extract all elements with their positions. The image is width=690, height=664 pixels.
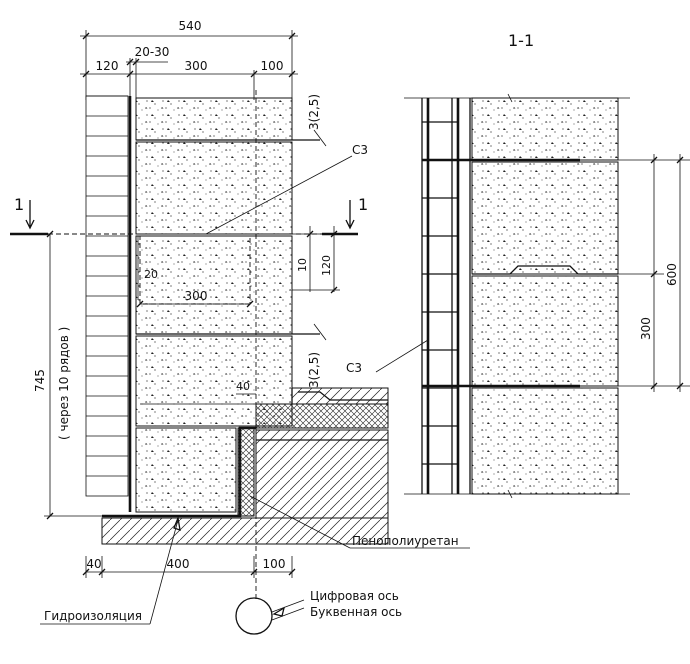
concrete-blocks — [135, 97, 293, 513]
main-detail: 540 20-30 120 300 100 С3 3(2,5) 3(2,5) — [10, 19, 470, 635]
label-digit-axis: Цифровая ось — [310, 589, 399, 603]
dim-joint-lower: 3(2,5) — [307, 352, 321, 388]
dim-300-top: 300 — [185, 59, 208, 73]
label-c3-section: С3 — [346, 361, 362, 375]
dim-745-note: ( через 10 рядов ) — [57, 327, 71, 440]
dim-40: 40 — [236, 380, 250, 393]
dim-20-30: 20-30 — [135, 45, 170, 59]
dim-20: 20 — [144, 268, 158, 281]
dim-120-right: 120 — [320, 255, 333, 276]
sec-dim-300: 300 — [639, 317, 653, 340]
dim-120: 120 — [96, 59, 119, 73]
dim-745: 745 — [33, 369, 47, 392]
dim-100-top: 100 — [261, 59, 284, 73]
section-title: 1-1 — [508, 31, 534, 50]
top-dimensions — [80, 30, 298, 100]
label-letter-axis: Буквенная ось — [310, 605, 402, 619]
dim-40-bottom: 40 — [86, 557, 101, 571]
dim-300-inner: 300 — [185, 289, 208, 303]
dim-joint-upper: 3(2,5) — [307, 94, 321, 130]
label-foam: Пенополиуретан — [352, 534, 459, 548]
axis-bubble — [235, 597, 273, 635]
cut-label-left: 1 — [14, 195, 24, 214]
dim-540: 540 — [179, 19, 202, 33]
sec-dim-600: 600 — [665, 263, 679, 286]
dim-400-bottom: 400 — [167, 557, 190, 571]
section-1-1: 1-1 600 300 С3 — [346, 31, 690, 499]
label-c3-top: С3 — [352, 143, 368, 157]
floor-structure — [255, 387, 389, 519]
cut-label-right: 1 — [358, 195, 368, 214]
brick-layer — [85, 95, 129, 497]
label-waterproofing: Гидроизоляция — [44, 609, 142, 623]
dim-100-bottom: 100 — [263, 557, 286, 571]
dim-10: 10 — [296, 258, 309, 272]
